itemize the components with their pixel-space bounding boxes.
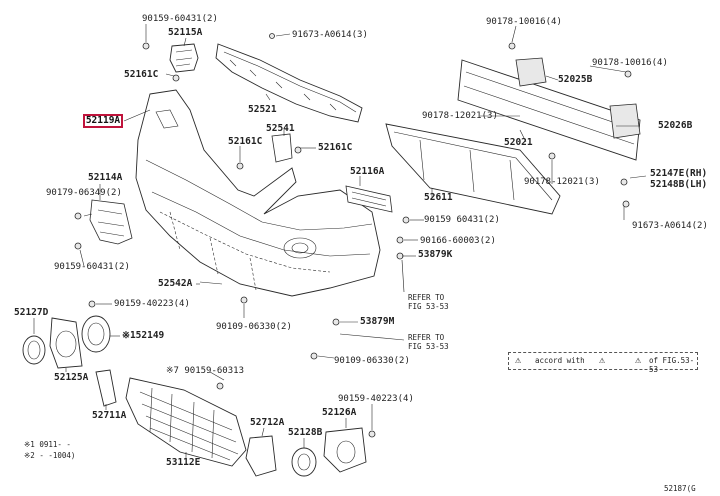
label-90159-60431-bot: 90159-60431(2) xyxy=(54,262,130,272)
reinforcement-52021 xyxy=(457,57,641,161)
label-52021: 52021 xyxy=(504,137,533,148)
label-refer2-line2: FIG 53-53 xyxy=(408,342,449,351)
footnote-2: ※2 - -1004) xyxy=(24,451,76,460)
label-52541: 52541 xyxy=(266,123,295,134)
label-refer1-line1: REFER TO xyxy=(408,293,445,302)
label-90109-06330-a: 90109-06330(2) xyxy=(216,322,292,332)
strip-52542A xyxy=(199,281,223,285)
footnote-1: ※1 0911- - xyxy=(24,440,71,449)
label-52115A: 52115A xyxy=(168,27,203,38)
bezel-52127D xyxy=(22,335,46,365)
bracket-52541 xyxy=(271,133,293,163)
label-53112E: 53112E xyxy=(166,457,201,468)
bumper-cover-52119A xyxy=(135,89,381,297)
label-52161C-mid2: 52161C xyxy=(318,142,353,153)
label-52125A: 52125A xyxy=(54,372,89,383)
label-90159-40223-left: 90159-40223(4) xyxy=(114,299,190,309)
label-52148B: 52148B(LH) xyxy=(650,179,708,190)
label-52711A: 52711A xyxy=(92,410,127,421)
label-52114A: 52114A xyxy=(88,172,123,183)
bezel-52712A xyxy=(245,435,277,477)
label-52025B: 52025B xyxy=(558,74,593,85)
figure-id: 52187(G xyxy=(664,484,696,493)
bracket-52711A xyxy=(95,369,117,407)
label-52026B: 52026B xyxy=(658,120,693,131)
label-152149: ※152149 xyxy=(122,330,165,341)
upper-retainer-52521 xyxy=(215,43,363,123)
label-52542A: 52542A xyxy=(158,278,193,289)
warning-triangle-icon-3: ⚠ xyxy=(635,355,642,366)
label-91673-A0614-top: 91673-A0614(3) xyxy=(292,30,368,40)
bezel-52125A xyxy=(49,317,83,369)
label-90159-60431-top: 90159-60431(2) xyxy=(142,14,218,24)
label-52127D: 52127D xyxy=(14,307,49,318)
label-52521: 52521 xyxy=(248,104,277,115)
label-refer1-line2: FIG 53-53 xyxy=(408,302,449,311)
bracket-52116A xyxy=(345,185,393,213)
label-52147E: 52147E(RH) xyxy=(650,168,708,179)
label-52161C-left: 52161C xyxy=(124,69,159,80)
absorber-52611 xyxy=(385,123,561,215)
label-53879M: 53879M xyxy=(360,316,395,327)
leader-lines xyxy=(33,24,647,458)
label-52126A: 52126A xyxy=(322,407,357,418)
note-left-text: accord with xyxy=(535,356,585,365)
bracket-52115A xyxy=(169,43,199,73)
label-52128B: 52128B xyxy=(288,427,323,438)
label-52611: 52611 xyxy=(424,192,453,203)
note-right-text: of FIG.53-53 xyxy=(649,356,695,374)
highlighted-part-label[interactable]: 52119A xyxy=(83,114,123,128)
bezel-52128B xyxy=(291,447,317,477)
label-91673-A0614-right: 91673-A0614(2) xyxy=(632,221,708,231)
bezel-52126A xyxy=(323,427,367,473)
label-90178-12021-top: 90178-12021(3) xyxy=(422,111,498,121)
label-90178-12021-mid: 90178-12021(3) xyxy=(524,177,600,187)
label-52161C-mid1: 52161C xyxy=(228,136,263,147)
fasteners xyxy=(74,33,632,438)
label-90178-10016-right: 90178-10016(4) xyxy=(592,58,668,68)
label-90109-06330-b: 90109-06330(2) xyxy=(334,356,410,366)
label-90159-40223-right: 90159-40223(4) xyxy=(338,394,414,404)
label-90159-60431-mid: 90159 60431(2) xyxy=(424,215,500,225)
label-52116A: 52116A xyxy=(350,166,385,177)
label-refer2-line1: REFER TO xyxy=(408,333,445,342)
label-52712A: 52712A xyxy=(250,417,285,428)
grille-53112E xyxy=(125,377,247,467)
label-90159-60313: ※7 90159-60313 xyxy=(166,366,244,376)
reference-note-box: ⚠ accord with ⚠ ⚠ of FIG.53-53 xyxy=(508,352,698,374)
holder-52114A xyxy=(89,199,133,245)
label-90178-10016-top: 90178-10016(4) xyxy=(486,17,562,27)
lamp-152149 xyxy=(81,315,111,353)
warning-triangle-icon-2: ⚠ xyxy=(599,355,606,366)
label-90166-60003: 90166-60003(2) xyxy=(420,236,496,246)
label-53879K: 53879K xyxy=(418,249,453,260)
warning-triangle-icon: ⚠ xyxy=(515,355,522,366)
label-90179-06349: 90179-06349(2) xyxy=(46,188,122,198)
